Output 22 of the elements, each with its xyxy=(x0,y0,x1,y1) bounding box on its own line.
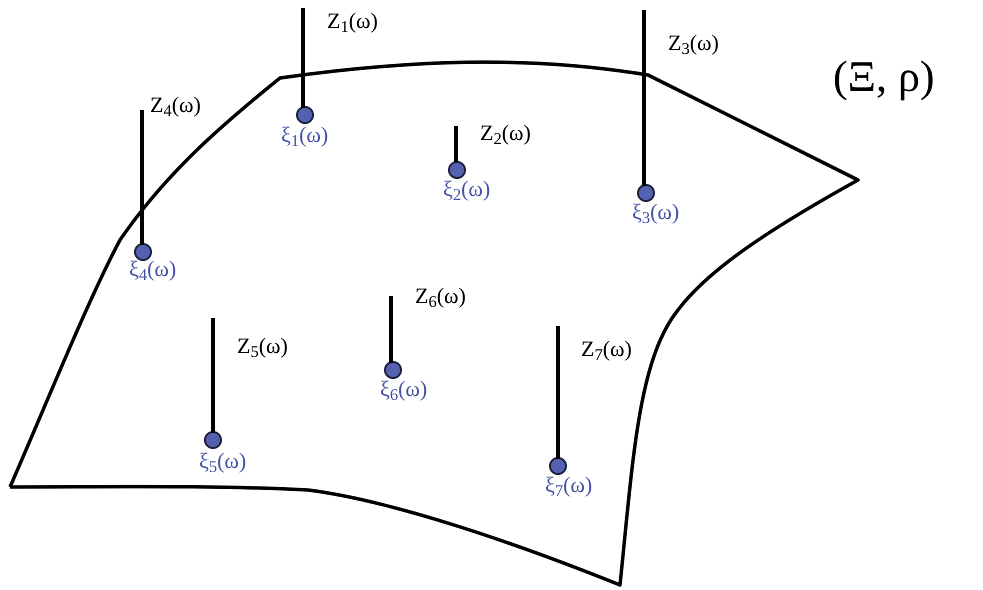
point-label: ξ$_{5}$(ω) xyxy=(199,450,246,472)
point-label: ξ$_{4}$(ω) xyxy=(129,258,176,280)
stick-label: Z$_{7}$(ω) xyxy=(581,338,632,360)
vertical-stick xyxy=(301,8,305,108)
point-label: ξ$_{7}$(ω) xyxy=(545,474,592,496)
point-label: ξ$_{1}$(ω) xyxy=(281,124,328,146)
stick-label: Z$_{1}$(ω) xyxy=(327,10,378,32)
stick-label: Z$_{3}$(ω) xyxy=(668,32,719,54)
vertical-stick xyxy=(140,110,144,245)
stick-label: Z$_{6}$(ω) xyxy=(415,285,466,307)
stick-label: Z$_{4}$(ω) xyxy=(150,94,201,116)
vertical-stick xyxy=(211,318,215,433)
stick-label: Z$_{5}$(ω) xyxy=(237,335,288,357)
vertical-stick xyxy=(556,326,560,459)
space-label: (Ξ, ρ) xyxy=(833,55,935,99)
point-label: ξ$_{3}$(ω) xyxy=(632,201,680,223)
vertical-stick xyxy=(642,10,646,186)
point-label: ξ$_{2}$(ω) xyxy=(443,178,490,200)
point-label: ξ$_{6}$(ω) xyxy=(380,378,428,400)
vertical-stick xyxy=(454,126,458,162)
stick-label: Z$_{2}$(ω) xyxy=(480,122,531,144)
vertical-stick xyxy=(389,296,393,363)
